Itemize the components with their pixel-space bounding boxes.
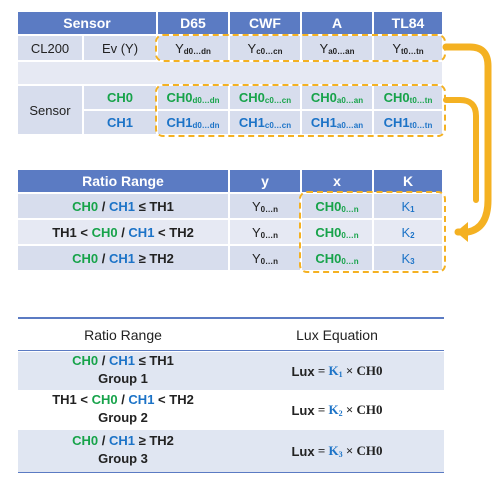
lux-table-bottom-border bbox=[18, 472, 444, 473]
ratio-range-1: CH0 / CH1 ≤ TH1 bbox=[18, 194, 228, 218]
lux-range-3: CH0 / CH1 ≥ TH2 Group 3 bbox=[18, 432, 228, 470]
header-cwf: CWF bbox=[230, 12, 300, 34]
lux-header-underline bbox=[18, 350, 444, 351]
lux-range-2: TH1 < CH0 / CH1 < TH2 Group 2 bbox=[18, 391, 228, 429]
ratio-range-2: TH1 < CH0 / CH1 < TH2 bbox=[18, 220, 228, 244]
lux-row-1 bbox=[18, 352, 444, 390]
cl200-label: CL200 bbox=[18, 36, 82, 60]
header-a: A bbox=[302, 12, 372, 34]
header-x: x bbox=[302, 170, 372, 192]
dashed-highlight-xk bbox=[299, 191, 446, 273]
dashed-highlight-sensor bbox=[155, 84, 446, 137]
header-k: K bbox=[374, 170, 442, 192]
lux-header-ratio-range: Ratio Range bbox=[84, 327, 162, 343]
spacer-row bbox=[18, 62, 442, 84]
arrow-y-to-x bbox=[442, 43, 492, 236]
group-3-label: Group 3 bbox=[98, 451, 148, 466]
lux-row-2 bbox=[18, 390, 444, 430]
ev-label: Ev (Y) bbox=[84, 36, 156, 60]
header-tl84: TL84 bbox=[374, 12, 442, 34]
lux-row-3 bbox=[18, 430, 444, 472]
sensor-label: Sensor bbox=[18, 86, 82, 134]
lux-header-equation: Lux Equation bbox=[296, 327, 378, 343]
group-1-label: Group 1 bbox=[98, 371, 148, 386]
header-y: y bbox=[230, 170, 300, 192]
header-d65: D65 bbox=[158, 12, 228, 34]
header-ratio-range: Ratio Range bbox=[18, 170, 228, 192]
lux-table-top-border bbox=[18, 317, 444, 319]
lux-range-1: CH0 / CH1 ≤ TH1 Group 1 bbox=[18, 352, 228, 390]
header-sensor: Sensor bbox=[18, 12, 156, 34]
ratio-range-3: CH0 / CH1 ≥ TH2 bbox=[18, 246, 228, 270]
group-2-label: Group 2 bbox=[98, 410, 148, 425]
arrowhead-y bbox=[456, 222, 468, 242]
ch1-label: CH1 bbox=[84, 111, 156, 134]
ch0-label: CH0 bbox=[84, 86, 156, 109]
arrow-ch0-to-x bbox=[443, 97, 479, 203]
